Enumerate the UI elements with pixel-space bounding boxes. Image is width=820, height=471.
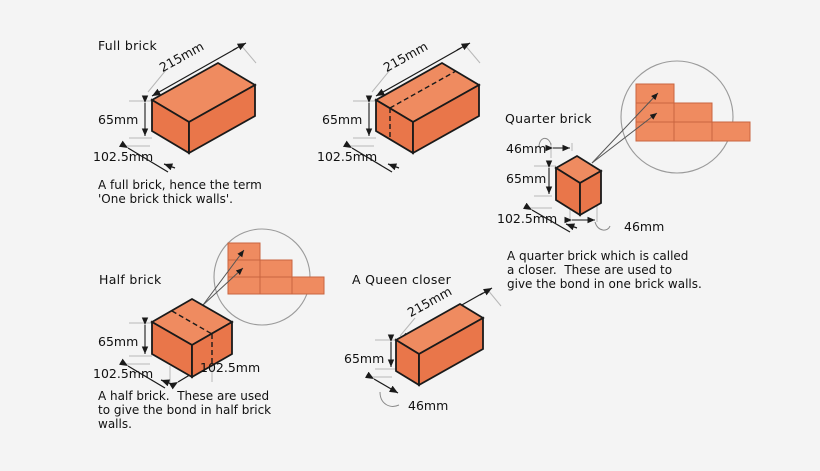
quarter-brick-caption-line-1: A quarter brick which is called xyxy=(507,249,689,263)
quarter-brick-figure xyxy=(522,60,751,233)
split-brick-figure xyxy=(342,42,481,173)
quarter-brick-height-label: 65mm xyxy=(506,171,547,186)
full-brick-length-arrow-tip xyxy=(232,42,247,51)
queen-closer-heading: A Queen closer xyxy=(352,272,452,287)
split-brick-height-label: 65mm xyxy=(322,112,363,127)
split-brick-width-arrow-tip xyxy=(387,163,400,171)
quarter-brick-top-label: 46mm xyxy=(506,141,547,156)
quarter-brick-front-face xyxy=(579,169,602,217)
full-brick-height-label: 65mm xyxy=(98,112,139,127)
quarter-brick-leader-1 xyxy=(591,92,659,164)
half-brick-heading: Half brick xyxy=(99,272,162,287)
queen-closer-width-leader xyxy=(379,391,400,407)
half-brick-leader-2 xyxy=(202,267,244,306)
quarter-brick-heading: Quarter brick xyxy=(505,111,592,126)
quarter-brick-leader-2 xyxy=(591,112,658,164)
split-brick-width-label: 102.5mm xyxy=(317,149,378,164)
half-brick-leader-1 xyxy=(202,249,245,306)
quarter-brick-caption-line-2: a closer. These are used to xyxy=(507,263,673,277)
half-brick-caption-line-2: to give the bond in half brick xyxy=(98,403,272,417)
full-brick-width-label: 102.5mm xyxy=(93,149,154,164)
half-brick-inset-wall xyxy=(227,242,325,295)
half-brick-width-right-label: 102.5mm xyxy=(200,360,261,375)
full-brick-caption-line-2: 'One brick thick walls'. xyxy=(98,192,233,206)
quarter-brick-depth-leader xyxy=(594,221,611,231)
quarter-brick-width-arrow xyxy=(522,202,571,233)
quarter-brick-top-leader xyxy=(538,137,552,147)
split-brick-length-arrow xyxy=(375,47,462,97)
split-brick-seam-top xyxy=(389,70,457,109)
split-brick-front-face xyxy=(412,83,480,155)
quarter-brick-inset-wall xyxy=(635,83,751,142)
half-brick-front-face xyxy=(191,320,233,379)
queen-closer-front-face xyxy=(418,316,484,387)
quarter-brick-width-arrow-tip xyxy=(565,223,578,231)
half-brick-width-left-arrow xyxy=(118,358,166,389)
full-brick-length-arrow xyxy=(151,47,238,97)
full-brick-front-face xyxy=(188,83,256,155)
half-brick-caption-line-3: walls. xyxy=(98,417,132,431)
queen-closer-height-label: 65mm xyxy=(344,351,385,366)
split-brick-width-arrow xyxy=(342,140,393,173)
quarter-brick-depth-label: 46mm xyxy=(624,219,665,234)
full-brick-heading: Full brick xyxy=(98,38,158,53)
half-brick-figure xyxy=(118,228,325,390)
half-brick-height-label: 65mm xyxy=(98,334,139,349)
full-brick-width-arrow xyxy=(118,140,169,173)
full-brick-figure xyxy=(118,42,257,173)
quarter-brick-inset-circle xyxy=(620,60,734,174)
queen-closer-width-arrow xyxy=(364,371,399,394)
half-brick-caption-line-1: A half brick. These are used xyxy=(98,389,270,403)
queen-closer-figure xyxy=(364,287,502,407)
split-brick-length-arrow-tip xyxy=(456,42,471,51)
queen-closer-width-label: 46mm xyxy=(408,398,449,413)
full-brick-caption-line-1: A full brick, hence the term xyxy=(98,178,262,192)
full-brick-width-arrow-tip xyxy=(163,163,176,171)
quarter-brick-caption-line-3: give the bond in one brick walls. xyxy=(507,277,702,291)
half-brick-width-left-label: 102.5mm xyxy=(93,366,154,381)
queen-closer-length-tip xyxy=(479,287,493,296)
quarter-brick-width-label: 102.5mm xyxy=(497,211,558,226)
